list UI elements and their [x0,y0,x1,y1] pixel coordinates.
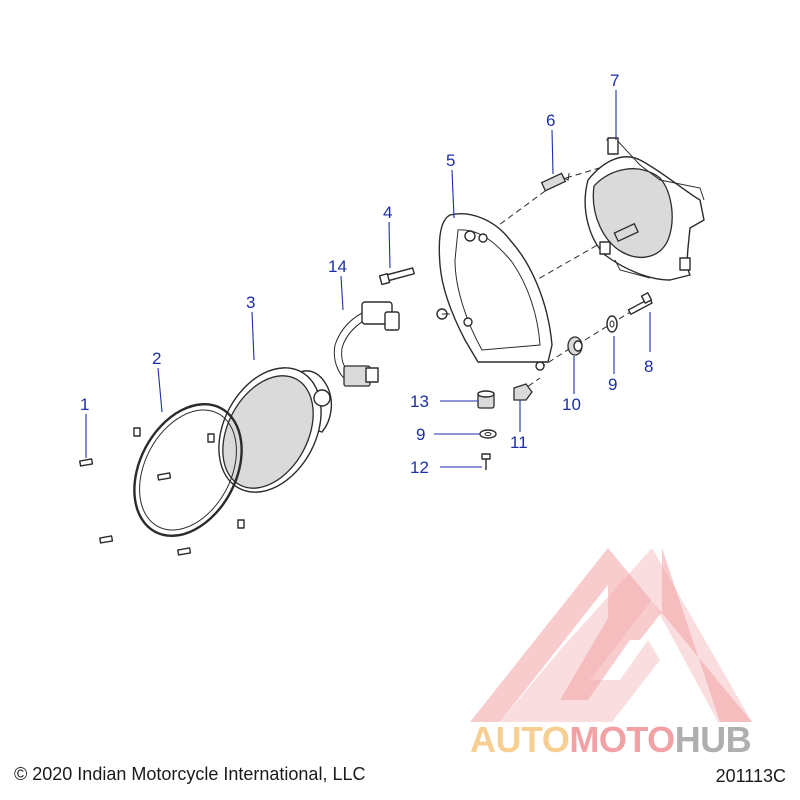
callout-8: 8 [644,357,653,376]
callout-7: 7 [610,71,619,90]
leader-lines [85,90,651,468]
part-11-nut [513,383,533,401]
part-2-trim-ring [133,403,245,537]
callout-6: 6 [546,111,555,130]
watermark-moto: MOTO [569,719,674,760]
callout-3: 3 [246,293,255,312]
callout-1: 1 [80,395,89,414]
watermark-auto: AUTO [470,719,569,760]
part-8-bolt [627,292,653,315]
callout-9a: 9 [608,375,617,394]
callout-10: 10 [562,395,581,414]
part-14-wiring-harness [333,301,400,387]
part-5-bracket [436,213,553,371]
drawing-number: 201113C [715,766,786,786]
watermark-hub: HUB [675,719,752,760]
callout-9b: 9 [416,425,425,444]
callout-11: 11 [510,433,528,452]
callout-4: 4 [383,203,392,222]
part-6-springs [540,172,639,243]
part-3-headlamp [218,367,333,493]
part-12-bolt [481,453,491,470]
callouts: 1 2 3 4 5 6 7 8 9 9 10 11 12 13 14 [80,71,653,477]
callout-14: 14 [328,257,347,276]
callout-2: 2 [152,349,161,368]
svg-text:AUTOMOTOHUB: AUTOMOTOHUB [470,719,751,760]
part-7-headlight-bucket [584,137,705,281]
copyright-text: © 2020 Indian Motorcycle International, … [14,764,366,784]
callout-5: 5 [446,151,455,170]
watermark-logo: AUTOMOTOHUB [470,548,752,760]
part-1-screws [79,458,192,556]
callout-13: 13 [410,392,429,411]
part-13-spacer [477,390,495,409]
part-4-bolt [378,267,415,286]
callout-12: 12 [410,458,429,477]
part-10-grommet [567,336,583,356]
